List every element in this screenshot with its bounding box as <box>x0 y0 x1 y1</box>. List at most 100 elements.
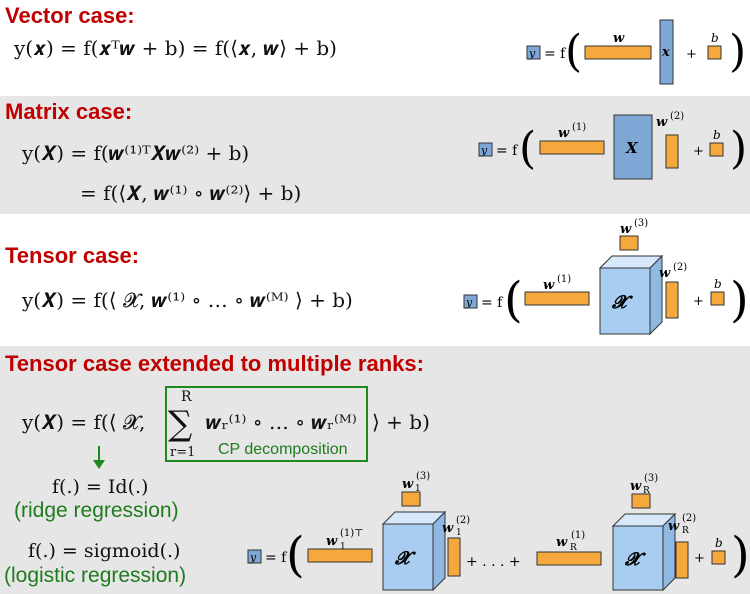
sum-upper-limit: R <box>181 389 192 405</box>
w3-rankR-label: w <box>630 479 642 494</box>
w2-rankR-subscript: R <box>682 526 689 536</box>
down-arrow-icon <box>98 446 100 462</box>
sum-symbol: ∑ <box>168 404 193 444</box>
vector-equation: y(𝒙) = f(𝒙ᵀ𝒘 + b) = f(⟨𝒙, 𝒘⟩ + b) <box>14 36 337 60</box>
right-paren: ) <box>730 272 749 328</box>
cp-decomposition-label: CP decomposition <box>218 441 348 458</box>
sum-lower-limit: r=1 <box>170 445 196 460</box>
plus-sign: + <box>693 294 704 309</box>
w3-rankR-subscript: R <box>643 486 650 496</box>
w1-rankR-superscript: (1) <box>571 530 585 541</box>
y-label: y <box>480 144 488 157</box>
b-box <box>711 550 726 565</box>
matrix-diagram: y = f ( w (1) X w (2) + b ) <box>478 111 747 180</box>
b-box <box>710 291 725 306</box>
w1-rank1-label: w <box>326 534 338 549</box>
multi-rank-diagram: y = f ( w 1 (1)⊤ w 1 (3) 𝓧 w 1 (2) + . .… <box>247 471 750 592</box>
tensor-equation: y(𝑿) = f(⟨ 𝓧, 𝒘⁽¹⁾ ∘ … ∘ 𝒘⁽ᴹ⁾ ⟩ + b) <box>22 288 353 312</box>
y-box <box>463 294 478 309</box>
multi-rank-heading: Tensor case extended to multiple ranks: <box>5 351 424 376</box>
eq-f-label: = f <box>496 143 519 159</box>
x-bar <box>659 19 674 85</box>
y-box <box>247 549 262 564</box>
w2-bar <box>665 281 679 319</box>
identity-function: f(.) = Id(.) <box>52 476 149 498</box>
ridge-regression-label: (ridge regression) <box>14 499 179 522</box>
w3-rankR-box <box>631 493 651 509</box>
cp-decomposition-box <box>165 386 368 462</box>
w2-label: w <box>659 266 671 281</box>
w-label: w <box>613 31 625 46</box>
w1-rankR-bar <box>536 551 602 566</box>
w2-superscript: (2) <box>670 111 684 122</box>
vector-diagram: y = f ( w x + b ) <box>526 19 746 85</box>
vector-case-heading: Vector case: <box>5 3 135 28</box>
w1-rank1-subscript: 1 <box>340 542 346 552</box>
y-label: y <box>465 296 473 309</box>
plus-dots: + . . . + <box>466 554 521 570</box>
y-box <box>478 142 493 157</box>
w3-superscript: (3) <box>634 218 648 229</box>
cube-rank1-front-face <box>382 523 434 591</box>
eq-f-label: = f <box>265 550 288 566</box>
w3-box <box>619 235 639 251</box>
left-paren: ( <box>504 272 523 328</box>
plus-sign: + <box>694 551 705 566</box>
w2-rank1-bar <box>447 537 461 577</box>
plus-sign: + <box>693 144 704 159</box>
w1-rank1-superscript: (1)⊤ <box>340 528 364 539</box>
w1-bar <box>524 291 590 306</box>
w3-rank1-label: w <box>402 477 414 492</box>
w3-rankR-superscript: (3) <box>644 473 658 484</box>
y-label: y <box>249 551 257 564</box>
right-paren: ) <box>729 26 746 77</box>
y-box <box>526 45 541 60</box>
w1-label: w <box>558 126 570 141</box>
b-box <box>709 142 724 157</box>
cube-front-face <box>599 267 651 335</box>
logistic-regression-label: (logistic regression) <box>4 564 187 587</box>
w1-rankR-subscript: R <box>570 543 577 553</box>
left-paren: ( <box>565 26 582 77</box>
matrix-equation-2: = f(⟨𝑿, 𝒘⁽¹⁾ ∘ 𝒘⁽²⁾⟩ + b) <box>80 181 302 205</box>
tensor-case-heading: Tensor case: <box>5 243 140 268</box>
w2-rank1-subscript: 1 <box>456 528 462 538</box>
eq-f-label: = f <box>544 46 567 62</box>
eq-f-label: = f <box>481 295 504 311</box>
b-box <box>707 45 722 60</box>
w1-superscript: (1) <box>557 274 571 285</box>
w2-rankR-superscript: (2) <box>682 513 696 524</box>
w2-rank1-label: w <box>442 521 454 536</box>
w2-superscript: (2) <box>673 262 687 273</box>
matrix-X-block <box>613 114 653 180</box>
w1-label: w <box>543 278 555 293</box>
y-label: y <box>528 47 536 60</box>
down-arrowhead-icon <box>93 460 105 469</box>
b-label: b <box>713 128 721 142</box>
w2-bar <box>665 134 679 169</box>
w3-rank1-subscript: 1 <box>415 484 421 494</box>
w1-bar <box>539 140 605 155</box>
b-label: b <box>714 277 722 291</box>
w3-rank1-box <box>401 491 421 507</box>
x-label: x <box>661 45 670 60</box>
w1-rankR-label: w <box>556 535 568 550</box>
w2-label: w <box>656 115 668 130</box>
right-paren: ) <box>730 123 747 174</box>
w1-rank1-bar <box>307 548 373 563</box>
matrix-X-label: X <box>625 139 639 157</box>
w2-rankR-label: w <box>668 519 680 534</box>
ranks-equation-left: y(𝑿) = f(⟨ 𝓧, <box>22 410 146 434</box>
w3-label: w <box>620 222 632 237</box>
b-label: b <box>711 31 719 45</box>
matrix-case-heading: Matrix case: <box>5 99 133 124</box>
w3-rank1-superscript: (3) <box>416 471 430 482</box>
w-bar <box>584 45 652 60</box>
tensor-diagram: y = f ( w (1) w (3) 𝓧 w (2) + b ) <box>463 218 749 336</box>
w1-superscript: (1) <box>572 122 586 133</box>
matrix-equation-1: y(𝑿) = f(𝒘⁽¹⁾ᵀ𝑿𝒘⁽²⁾ + b) <box>22 141 250 165</box>
sigmoid-function: f(.) = sigmoid(.) <box>28 540 181 562</box>
w2-rank1-superscript: (2) <box>456 515 470 526</box>
w2-rankR-bar <box>675 541 689 579</box>
